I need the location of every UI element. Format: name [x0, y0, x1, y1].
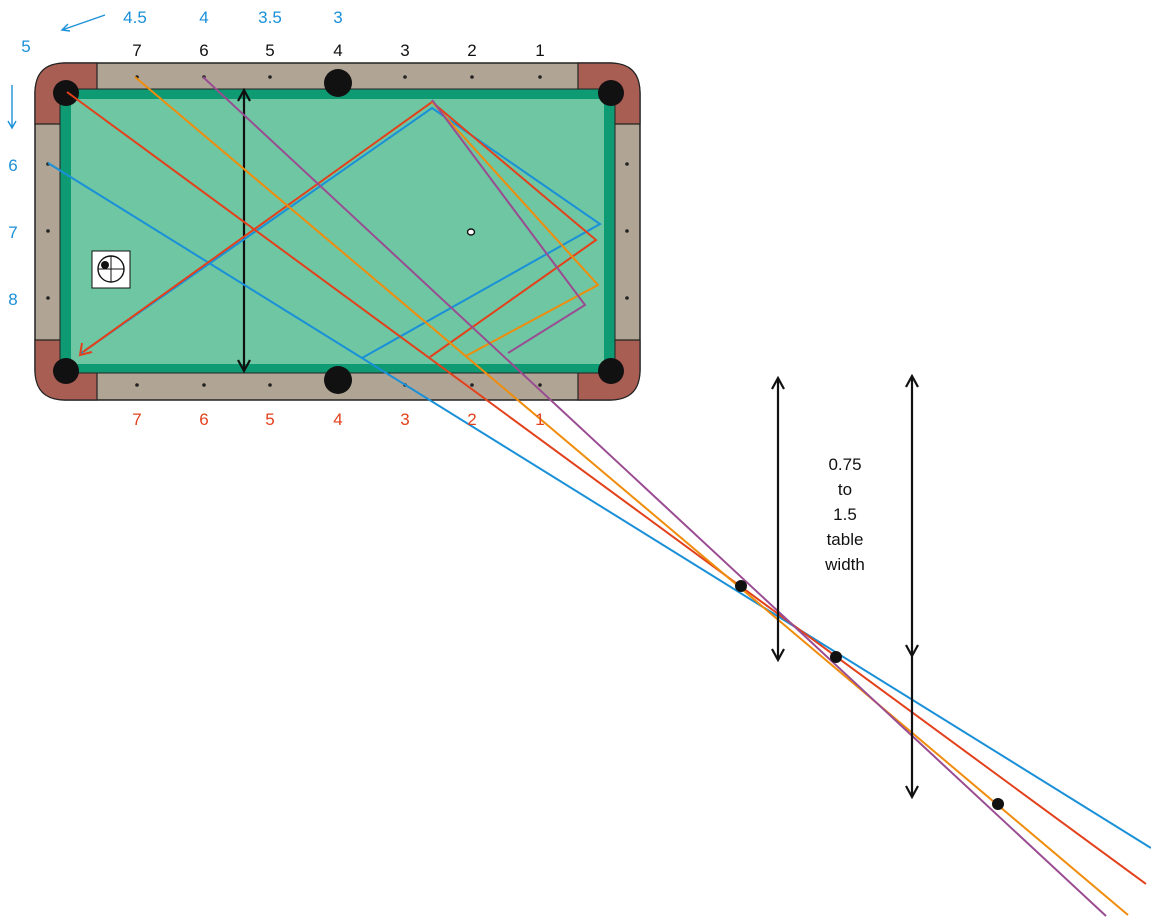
- system-label: 7: [8, 223, 17, 242]
- diamond: [538, 383, 542, 387]
- annotation-line: to: [838, 480, 852, 499]
- top-diamond-label: 6: [199, 41, 208, 60]
- measure-arrow-long: [905, 373, 919, 800]
- top-diamond-label: 4: [333, 41, 342, 60]
- width-annotation: 0.75 to 1.5 table width: [824, 455, 865, 574]
- annotation-line: 0.75: [828, 455, 861, 474]
- system-label: 8: [8, 290, 17, 309]
- path-red: [82, 100, 598, 358]
- top-diamond-label: 7: [132, 41, 141, 60]
- path-orange: [431, 101, 600, 357]
- path-orange-aim: [134, 76, 1129, 916]
- system-arrows: [7, 14, 106, 130]
- intersection-points: [735, 580, 1004, 810]
- path-red-aim: [66, 91, 1147, 885]
- top-diamond-label: 3: [400, 41, 409, 60]
- diamond: [403, 75, 407, 79]
- path-purple: [431, 99, 587, 354]
- pocket-bottom-right: [598, 358, 624, 384]
- bottom-diamond-label: 7: [132, 410, 141, 429]
- diamond: [470, 75, 474, 79]
- pocket-bottom-left: [53, 358, 79, 384]
- arrow-down-icon: [7, 85, 17, 130]
- arrow-down-left-icon: [78, 342, 93, 357]
- system-label: 4: [199, 8, 208, 27]
- shot-paths: [47, 76, 1151, 917]
- pocket-top-middle: [324, 69, 352, 97]
- diamond: [46, 296, 50, 300]
- bottom-diamond-label: 4: [333, 410, 342, 429]
- diamond: [46, 229, 50, 233]
- top-diamond-label: 2: [467, 41, 476, 60]
- pocket-bottom-middle: [324, 366, 352, 394]
- top-diamond-label: 1: [535, 41, 544, 60]
- annotation-line: table: [827, 530, 864, 549]
- diamond: [268, 75, 272, 79]
- object-ball: [466, 228, 476, 236]
- system-label: 5: [21, 37, 30, 56]
- bottom-diamond-labels: 7 6 5 4 3 2 1: [132, 410, 544, 429]
- bottom-diamond-label: 1: [535, 410, 544, 429]
- annotation-line: width: [824, 555, 865, 574]
- bottom-diamond-label: 3: [400, 410, 409, 429]
- diamond: [538, 75, 542, 79]
- diamond: [625, 162, 629, 166]
- path-purple-aim: [202, 76, 1107, 917]
- diamond: [268, 383, 272, 387]
- annotation-line: 1.5: [833, 505, 857, 524]
- system-label: 3.5: [258, 8, 282, 27]
- intersection-dot: [992, 798, 1004, 810]
- bottom-diamond-label: 2: [467, 410, 476, 429]
- system-label: 4.5: [123, 8, 147, 27]
- system-label: 3: [333, 8, 342, 27]
- intersection-dot: [830, 651, 842, 663]
- top-system-labels: 4.5 4 3.5 3: [123, 8, 343, 27]
- arrow-down-left-icon: [60, 14, 106, 32]
- diamond: [470, 383, 474, 387]
- intersection-dot: [735, 580, 747, 592]
- bottom-diamond-label: 5: [265, 410, 274, 429]
- cue-ball-target-icon: [91, 250, 131, 289]
- diamond: [625, 229, 629, 233]
- path-blue-aim: [47, 162, 1151, 849]
- top-diamond-label: 5: [265, 41, 274, 60]
- pocket-top-left: [53, 80, 79, 106]
- diamond: [202, 383, 206, 387]
- system-label: 6: [8, 156, 17, 175]
- measurement-arrows: [771, 373, 919, 800]
- diamond: [135, 383, 139, 387]
- table-width-arrow: [237, 87, 251, 374]
- measure-arrow-short: [771, 375, 785, 663]
- diamond: [625, 296, 629, 300]
- bottom-diamond-label: 6: [199, 410, 208, 429]
- pocket-top-right: [598, 80, 624, 106]
- left-system-labels: 5 6 7 8: [8, 37, 30, 309]
- top-diamond-labels: 7 6 5 4 3 2 1: [132, 41, 544, 60]
